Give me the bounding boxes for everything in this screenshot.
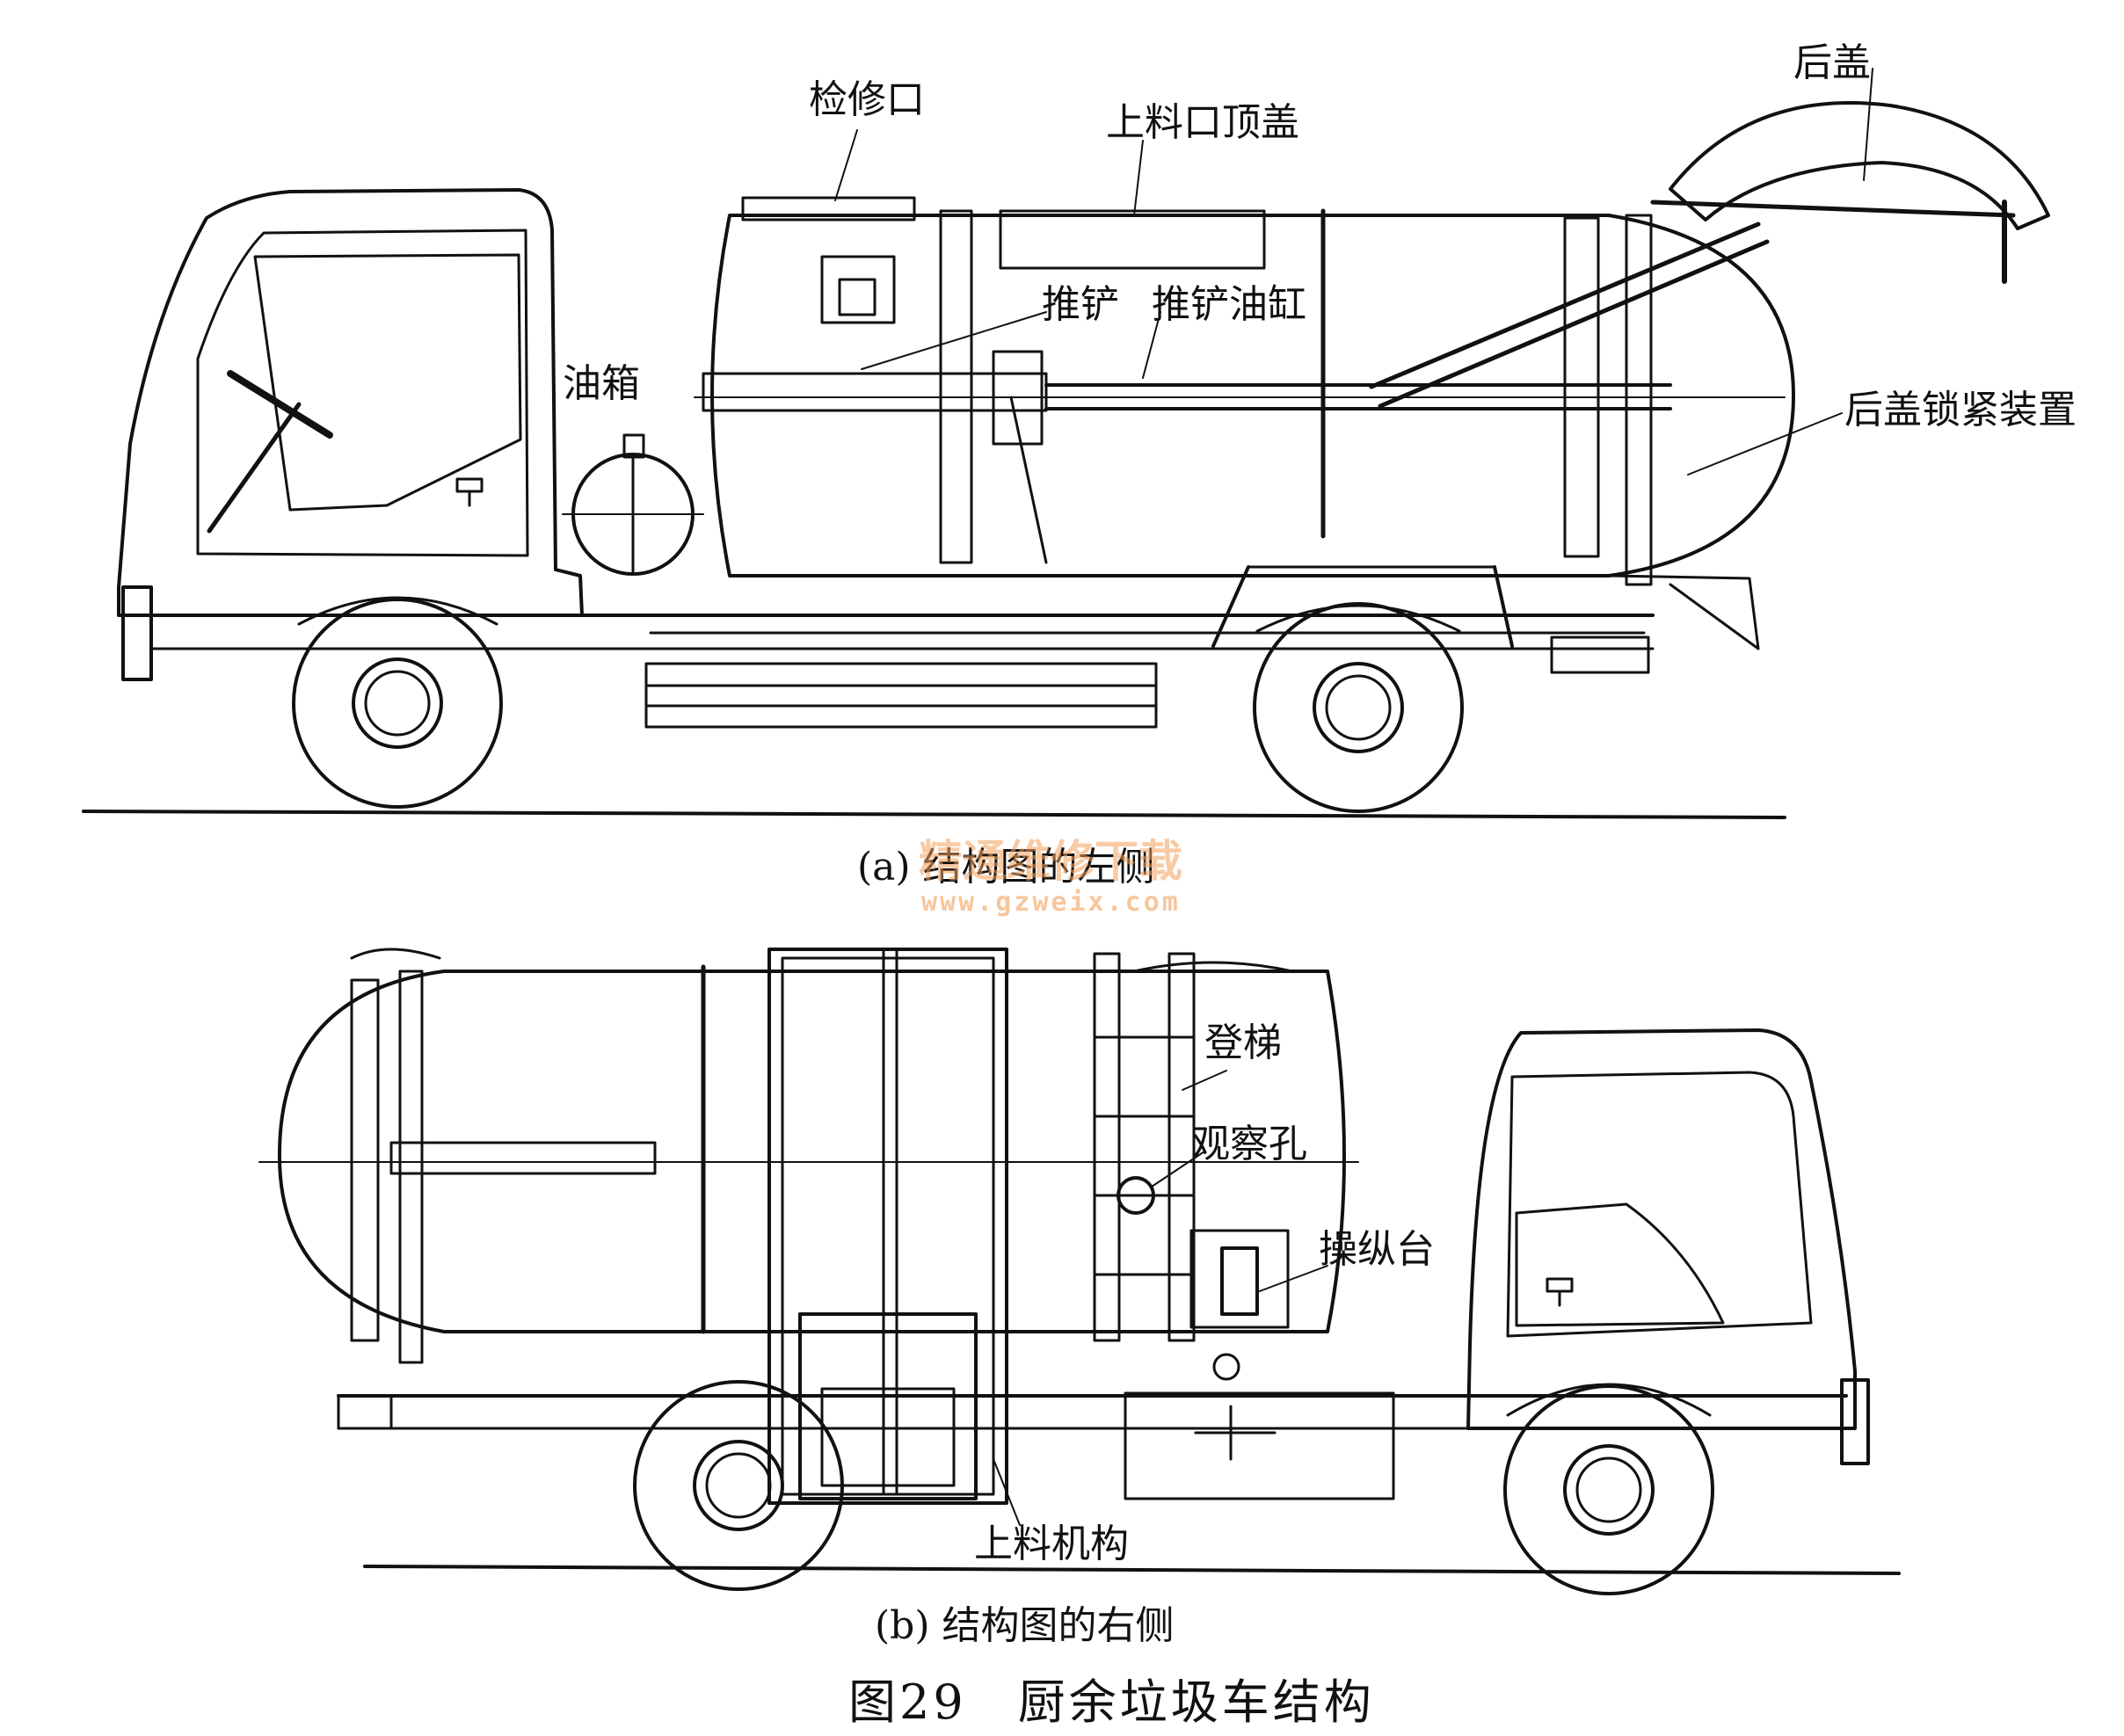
- label-push-cylinder: 推铲油缸: [1152, 282, 1306, 327]
- cab-b: [1466, 1028, 1857, 1430]
- loading-frame-b: [767, 948, 1008, 1505]
- tank-body-b: [277, 970, 1346, 1333]
- watermark-title: 精通维修下载: [919, 836, 1182, 887]
- label-ladder: 登梯: [1204, 1021, 1282, 1065]
- label-loading-top-cover: 上料口顶盖: [1106, 100, 1299, 145]
- wheel-b-front: [1503, 1384, 1714, 1595]
- cab-a: [117, 188, 584, 617]
- truck-right-view: [258, 948, 1901, 1595]
- label-rear-cover-lock: 后盖锁紧装置: [1844, 388, 2077, 432]
- watermark-url: www.gzweix.com: [921, 887, 1181, 918]
- rear-cover-a: [1669, 101, 2050, 230]
- wheel-b-rear: [633, 1380, 844, 1591]
- wheel-a-rear: [1253, 602, 1464, 813]
- sight-hole-b: [1117, 1176, 1155, 1215]
- caption-a: (a) 结构图的左侧: [857, 845, 1155, 890]
- label-fuel-tank: 油箱: [563, 361, 640, 406]
- label-push-plate: 推铲: [1042, 282, 1119, 327]
- caption-b: (b) 结构图的右侧: [875, 1603, 1175, 1648]
- label-inspection-port: 检修口: [809, 77, 925, 122]
- wheel-a-front: [292, 598, 503, 809]
- label-loading-mechanism: 上料机构: [974, 1522, 1129, 1566]
- truck-left-view: [82, 68, 2050, 819]
- label-console: 操纵台: [1319, 1227, 1435, 1272]
- tank-body-a: [710, 214, 1795, 577]
- label-rear-cover: 后盖: [1793, 40, 1871, 85]
- console-b: [1189, 1229, 1290, 1329]
- figure-caption: 图29 厨余垃圾车结构: [848, 1674, 1375, 1730]
- label-sight-hole: 观察孔: [1191, 1122, 1307, 1166]
